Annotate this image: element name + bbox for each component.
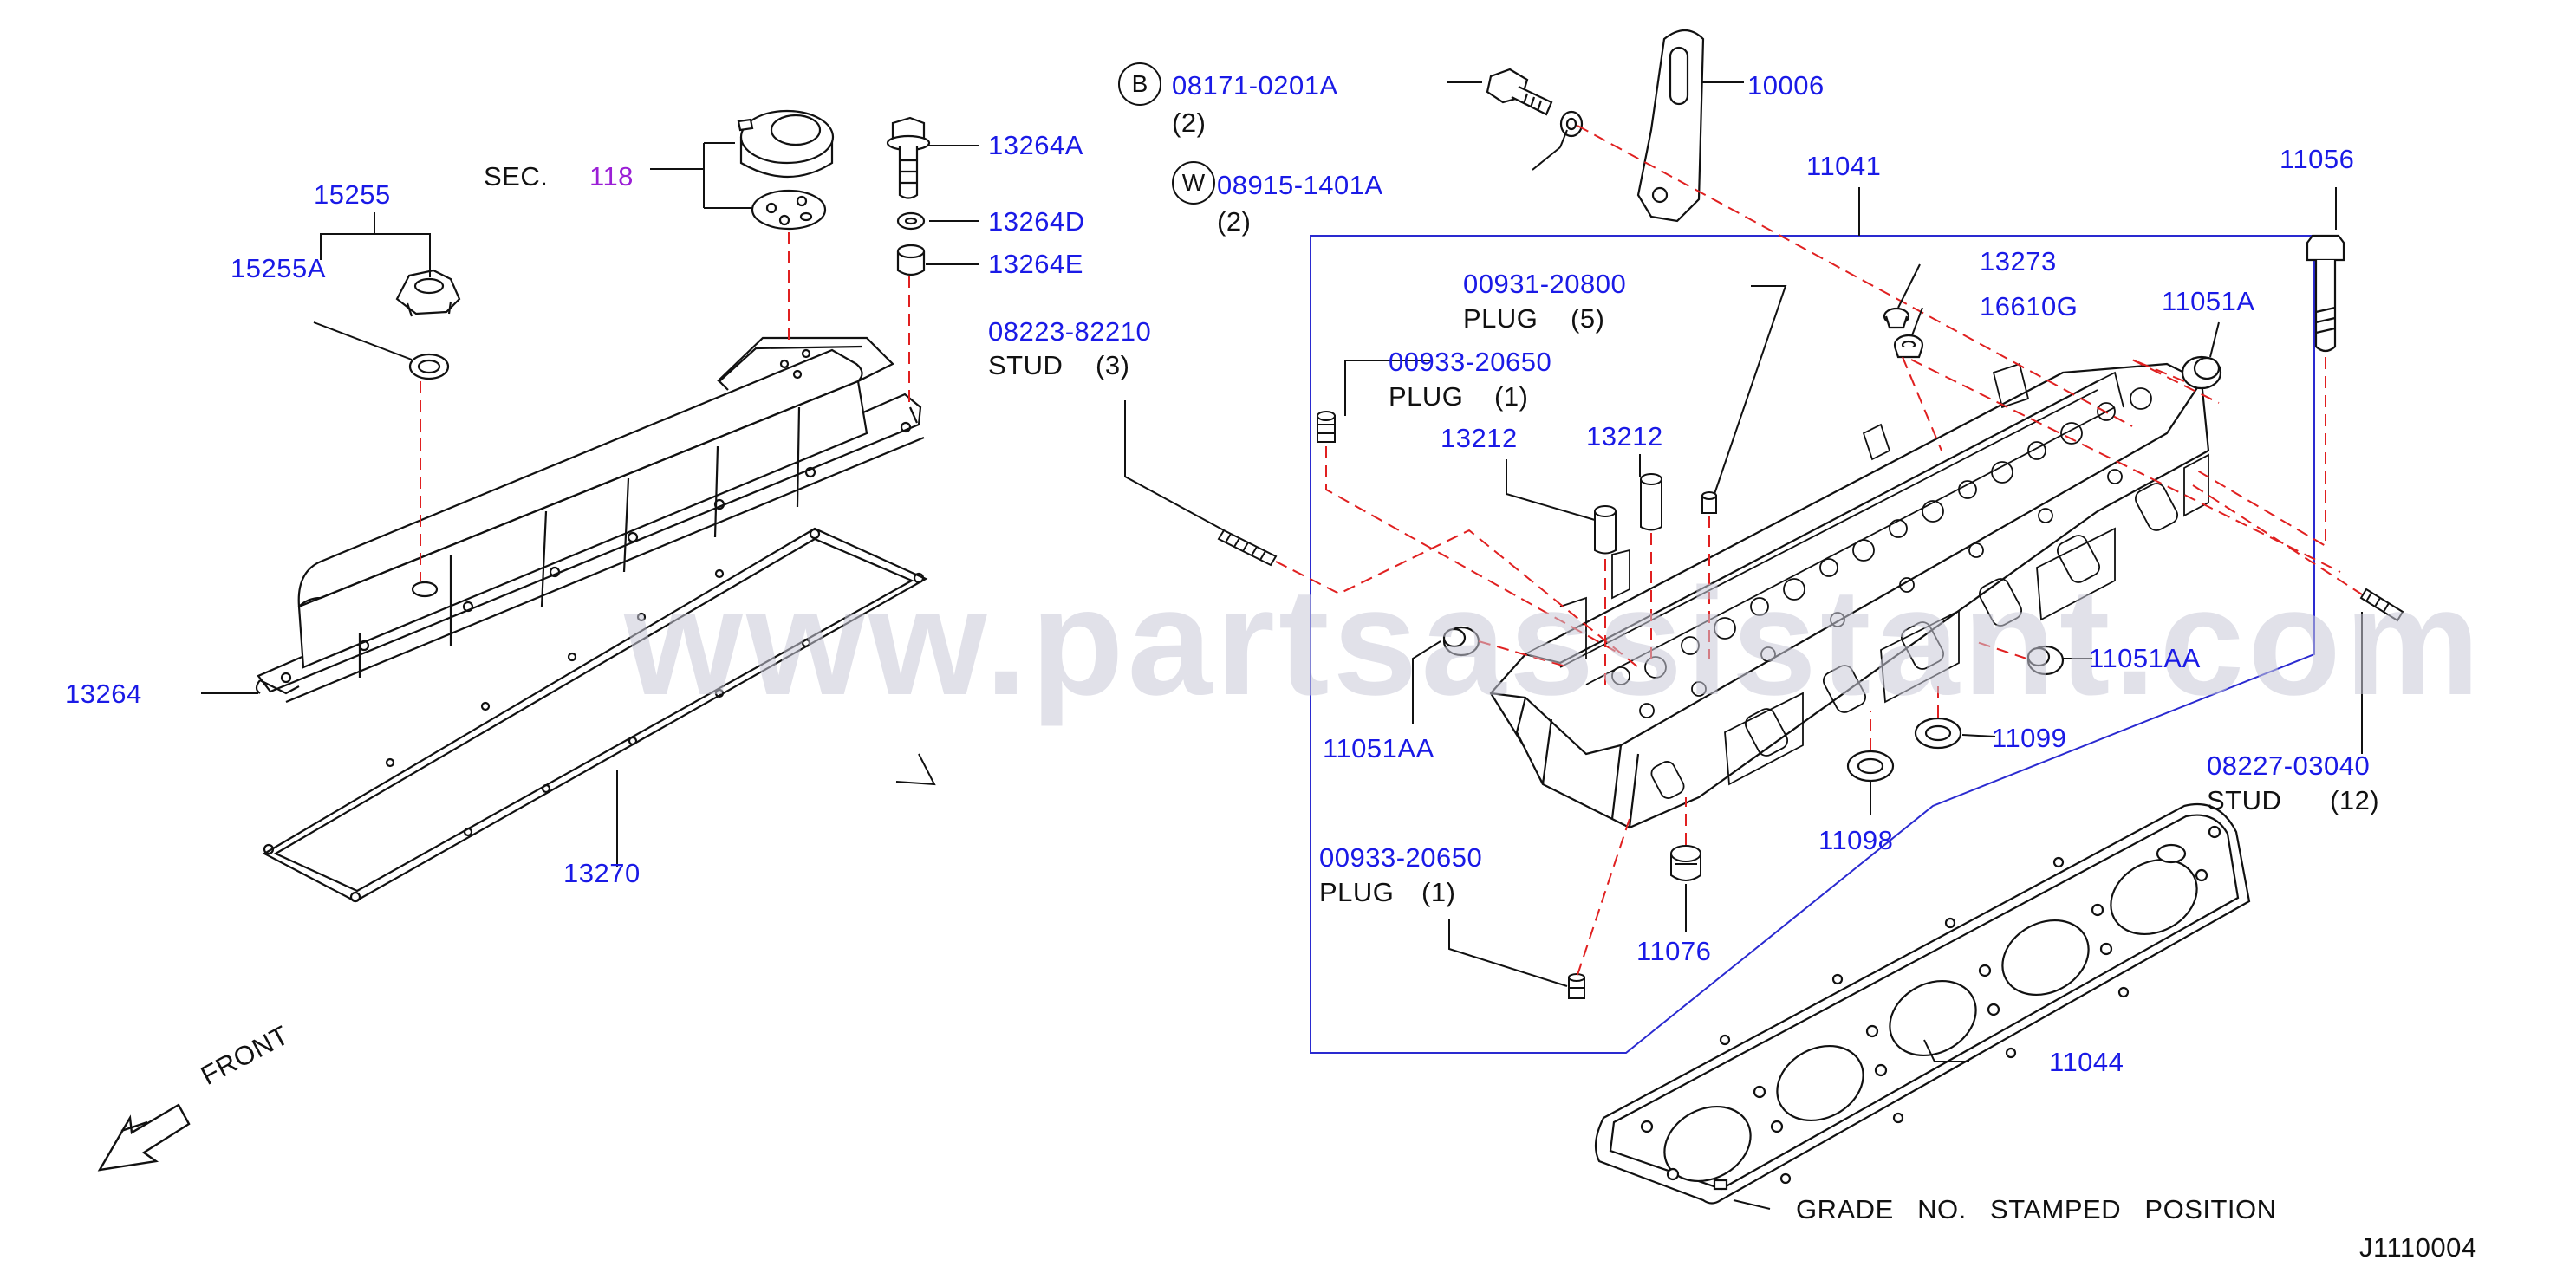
callout-08223[interactable]: 08223-82210 xyxy=(988,316,1152,347)
sec-118-bracket xyxy=(650,142,752,209)
callout-13212-a[interactable]: 13212 xyxy=(1441,423,1518,453)
plug-qty-a: (5) xyxy=(1571,303,1605,334)
head-gasket xyxy=(1594,802,2251,1205)
callout-11051AA-left[interactable]: 11051AA xyxy=(1323,733,1434,763)
callout-13270[interactable]: 13270 xyxy=(563,858,641,888)
callout-13273[interactable]: 13273 xyxy=(1980,246,2057,276)
callout-08915[interactable]: 08915-1401A xyxy=(1217,170,1383,200)
callout-15255[interactable]: 15255 xyxy=(314,179,391,210)
rocker-cover-gasket xyxy=(262,527,928,903)
callout-00933-top[interactable]: 00933-20650 xyxy=(1389,347,1552,377)
front-arrow-icon xyxy=(97,1103,191,1172)
washer-mark-w-icon: W xyxy=(1172,161,1215,205)
oil-filler-cap xyxy=(395,269,461,380)
callout-11051A[interactable]: 11051A xyxy=(2162,286,2255,316)
callout-11044[interactable]: 11044 xyxy=(2049,1047,2124,1077)
plug-label-c: PLUG xyxy=(1319,877,1395,907)
callout-13264D[interactable]: 13264D xyxy=(988,206,1085,237)
leader-lines xyxy=(201,81,2363,1210)
leader-13270-hook xyxy=(895,753,936,786)
plug-label-b: PLUG xyxy=(1389,381,1464,412)
plug-00931 xyxy=(1701,491,1717,514)
grade-stamp-note: GRADE NO. STAMPED POSITION xyxy=(1796,1194,2277,1224)
qty-08171: (2) xyxy=(1172,107,1207,138)
plug-11076 xyxy=(1670,845,1701,881)
cylinder-head-detail xyxy=(1559,362,2209,799)
seal-16610G xyxy=(1893,334,1924,359)
plug-13273 xyxy=(1883,307,1910,329)
plug-00933-bottom xyxy=(1568,973,1585,999)
dowel-13212-a xyxy=(1594,505,1617,555)
sec-number-link[interactable]: 118 xyxy=(589,161,634,192)
washer-13264D xyxy=(896,211,926,231)
plug-qty-b: (1) xyxy=(1494,381,1529,412)
dowel-13212-b xyxy=(1640,473,1662,531)
bolt-mark-b-icon: B xyxy=(1118,62,1161,106)
callout-08171[interactable]: 08171-0201A xyxy=(1172,70,1338,101)
callout-00933-bottom[interactable]: 00933-20650 xyxy=(1319,842,1483,873)
callout-11041[interactable]: 11041 xyxy=(1806,151,1882,181)
cap-11051A xyxy=(2181,355,2222,390)
callout-11099[interactable]: 11099 xyxy=(1992,723,2067,753)
assembly-lines xyxy=(420,125,2363,976)
callout-13264E[interactable]: 13264E xyxy=(988,249,1083,279)
callout-13264A[interactable]: 13264A xyxy=(988,130,1083,160)
washer-08915 xyxy=(1559,110,1584,138)
sec-prefix: SEC. xyxy=(484,161,549,192)
callout-00931[interactable]: 00931-20800 xyxy=(1463,269,1627,299)
bolt-13264A xyxy=(886,116,931,199)
plug-label-a: PLUG xyxy=(1463,303,1538,334)
plug-00933-top xyxy=(1317,411,1336,443)
callout-11056[interactable]: 11056 xyxy=(2280,144,2355,174)
rocker-cover xyxy=(255,336,925,704)
callout-11076[interactable]: 11076 xyxy=(1636,936,1712,966)
bolt-11056 xyxy=(2306,234,2345,353)
plug-qty-c: (1) xyxy=(1421,877,1456,907)
breather-assembly xyxy=(737,109,835,231)
cylinder-head xyxy=(1489,362,2210,829)
stud-label-a: STUD xyxy=(988,350,1064,380)
qty-08915: (2) xyxy=(1217,206,1252,237)
grommet-13264E xyxy=(896,244,926,276)
callout-15255A[interactable]: 15255A xyxy=(231,253,326,283)
bolt-08171 xyxy=(1486,68,1553,116)
callout-13212-b[interactable]: 13212 xyxy=(1586,421,1663,451)
callout-08227[interactable]: 08227-03040 xyxy=(2207,750,2371,781)
callout-16610G[interactable]: 16610G xyxy=(1980,291,2078,322)
callout-11098[interactable]: 11098 xyxy=(1818,825,1894,855)
callout-11051AA-right[interactable]: 11051AA xyxy=(2089,643,2201,673)
seal-11099 xyxy=(1914,717,1962,750)
stud-qty-b: (12) xyxy=(2330,785,2380,815)
stud-08223 xyxy=(1217,529,1278,567)
bracket-10006 xyxy=(1636,29,1705,223)
stud-label-b: STUD xyxy=(2207,785,2282,815)
cap-11051AA-right xyxy=(2026,645,2065,676)
drawing-id: J1110004 xyxy=(2359,1232,2477,1263)
seal-11098 xyxy=(1846,750,1895,783)
stud-qty-a: (3) xyxy=(1096,350,1130,380)
callout-10006[interactable]: 10006 xyxy=(1747,70,1825,101)
callout-13264[interactable]: 13264 xyxy=(65,679,142,709)
watermark: www.partsassistant.com xyxy=(624,557,2484,727)
stud-08227 xyxy=(2359,588,2404,622)
